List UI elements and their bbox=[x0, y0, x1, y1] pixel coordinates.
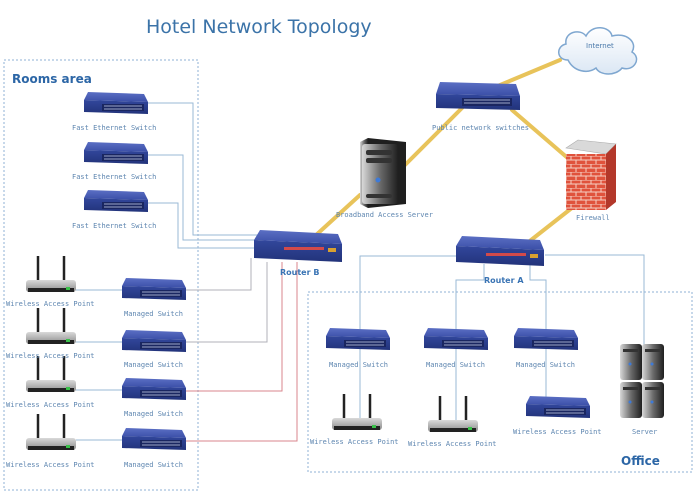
router-b bbox=[254, 230, 342, 262]
fast-switch-label: Fast Ethernet Switch bbox=[72, 222, 157, 230]
rooms-ap-label: Wireless Access Point bbox=[6, 461, 95, 469]
rooms-managed-switch-label: Managed Switch bbox=[124, 361, 184, 369]
link-router-a-managed-2 bbox=[455, 264, 485, 420]
office-ap-label: Wireless Access Point bbox=[310, 438, 399, 446]
office-wireless-access-point bbox=[428, 396, 478, 432]
rooms-area-border bbox=[3, 59, 199, 491]
rooms-area-label: Rooms area bbox=[12, 72, 92, 86]
backbone-links bbox=[313, 58, 584, 246]
link-server-router-b bbox=[313, 193, 362, 238]
server-label: Server bbox=[632, 428, 658, 436]
internet-label: Internet bbox=[586, 42, 614, 50]
fast-switch-label: Fast Ethernet Switch bbox=[72, 124, 157, 132]
link-router-a-server bbox=[545, 254, 645, 345]
office-wireless-access-point bbox=[332, 394, 382, 430]
fast-ethernet-switch bbox=[84, 142, 148, 164]
link-router-b-managed-3 bbox=[185, 262, 283, 392]
broadband-access-server bbox=[360, 138, 406, 208]
office-managed-switch bbox=[326, 328, 390, 350]
office-area-border bbox=[307, 291, 693, 473]
fast-ethernet-switch bbox=[84, 92, 148, 114]
office-access-point-switch bbox=[526, 396, 590, 418]
internet-cloud bbox=[558, 27, 638, 75]
rooms-managed-switch-label: Managed Switch bbox=[124, 410, 184, 418]
link-router-b-fast-switch-1 bbox=[148, 102, 258, 236]
office-managed-switch-label: Managed Switch bbox=[329, 361, 389, 369]
link-router-b-fast-switch-2 bbox=[148, 154, 258, 241]
link-router-b-managed-2 bbox=[185, 262, 268, 343]
link-router-b-fast-switch-3 bbox=[148, 202, 258, 249]
office-managed-switch-label: Managed Switch bbox=[516, 361, 576, 369]
rooms-wireless-access-point bbox=[26, 308, 76, 344]
office-ap-label: Wireless Access Point bbox=[408, 440, 497, 448]
rooms-ap-label: Wireless Access Point bbox=[6, 300, 95, 308]
public-switch-label: Public network switches bbox=[432, 124, 529, 132]
link-router-b-managed-4 bbox=[185, 262, 298, 442]
link-router-b-managed-1 bbox=[185, 258, 252, 291]
link-public-switch-firewall bbox=[510, 108, 572, 162]
firewall bbox=[565, 139, 617, 210]
router-a-label: Router A bbox=[484, 276, 524, 285]
rooms-managed-switch bbox=[122, 428, 186, 450]
switch-group bbox=[84, 92, 590, 450]
diagram-title: Hotel Network Topology bbox=[146, 16, 372, 38]
rooms-managed-switch-label: Managed Switch bbox=[124, 461, 184, 469]
office-ap-label: Wireless Access Point bbox=[513, 428, 602, 436]
office-managed-switch-label: Managed Switch bbox=[426, 361, 486, 369]
fast-switch-label: Fast Ethernet Switch bbox=[72, 173, 157, 181]
broadband-server-label: Broadband Access Server bbox=[336, 211, 433, 219]
office-managed-switch bbox=[424, 328, 488, 350]
firewall-label: Firewall bbox=[576, 214, 610, 222]
rooms-managed-switch bbox=[122, 330, 186, 352]
router-b-label: Router B bbox=[280, 268, 320, 277]
office-area-label: Office bbox=[621, 454, 660, 468]
rooms-ap-label: Wireless Access Point bbox=[6, 401, 95, 409]
rooms-managed-switch bbox=[122, 378, 186, 400]
fast-ethernet-switch bbox=[84, 190, 148, 212]
office-server bbox=[620, 344, 664, 418]
rooms-wireless-access-point bbox=[26, 414, 76, 450]
rooms-managed-switch bbox=[122, 278, 186, 300]
rooms-managed-switch-label: Managed Switch bbox=[124, 310, 184, 318]
link-router-a-managed-1 bbox=[359, 255, 458, 420]
rooms-lan-links bbox=[76, 102, 298, 442]
rooms-wireless-access-point bbox=[26, 256, 76, 292]
rooms-ap-label: Wireless Access Point bbox=[6, 352, 95, 360]
rooms-wireless-access-point bbox=[26, 356, 76, 392]
access-point-group bbox=[26, 256, 478, 450]
office-managed-switch bbox=[514, 328, 578, 350]
link-public-switch-server bbox=[403, 106, 464, 167]
router-a bbox=[456, 236, 544, 266]
public-network-switch bbox=[436, 82, 520, 110]
